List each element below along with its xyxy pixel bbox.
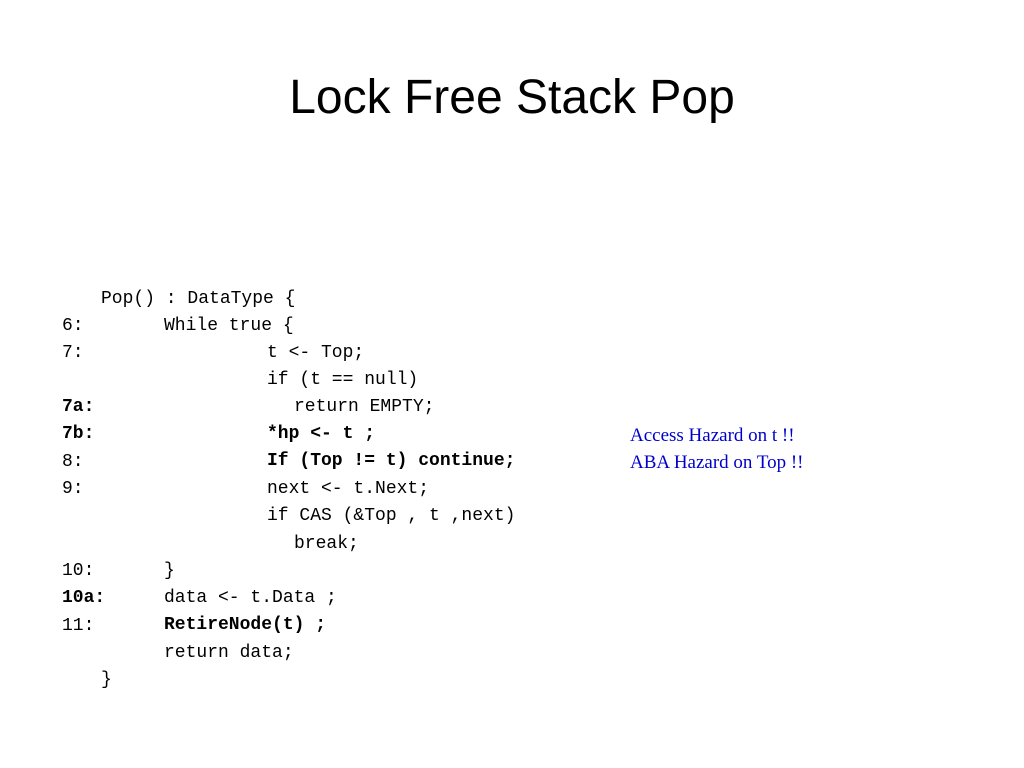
code-text: next <- t.Next; bbox=[267, 479, 430, 499]
line-number: 10: bbox=[62, 561, 95, 581]
line-number: 7a: bbox=[62, 397, 95, 417]
code-text: if (t == null) bbox=[267, 370, 419, 390]
code-line: 6: t <- Top; bbox=[0, 286, 364, 363]
code-text: *hp <- t ; bbox=[267, 424, 376, 444]
line-number: 6: bbox=[62, 316, 84, 336]
line-number: 9: bbox=[62, 479, 84, 499]
code-text: } bbox=[164, 561, 175, 581]
code-line: 9: if CAS (&Top , t ,next) bbox=[0, 449, 515, 526]
code-line: return EMPTY; bbox=[0, 340, 434, 417]
code-line: } bbox=[0, 504, 175, 581]
code-text: t <- Top; bbox=[267, 343, 365, 363]
line-number: 10a: bbox=[62, 588, 106, 608]
code-text: RetireNode(t) ; bbox=[164, 615, 327, 635]
code-line: 10: data <- t.Data ; bbox=[0, 531, 337, 608]
code-line-highlighted: 10a: RetireNode(t) ; bbox=[0, 558, 326, 635]
line-number: 11: bbox=[62, 616, 95, 636]
code-text: } bbox=[101, 670, 112, 690]
line-number: 7b: bbox=[62, 424, 95, 444]
code-line: While true { bbox=[0, 259, 294, 336]
access-hazard-annotation: Access Hazard on t !! bbox=[630, 425, 795, 446]
code-line: 11: return data; bbox=[0, 586, 294, 663]
code-text: Pop() : DataType { bbox=[101, 289, 296, 309]
code-line-highlighted: 7a: *hp <- t ; bbox=[0, 367, 375, 444]
code-line: break; bbox=[0, 477, 359, 554]
code-line: 7: if (t == null) bbox=[0, 313, 418, 390]
code-text: return data; bbox=[164, 643, 294, 663]
aba-hazard-annotation: ABA Hazard on Top !! bbox=[630, 452, 804, 473]
code-line: 8: next <- t.Next; bbox=[0, 422, 429, 499]
code-text: return EMPTY; bbox=[294, 397, 435, 417]
code-text: if CAS (&Top , t ,next) bbox=[267, 506, 516, 526]
line-number: 7: bbox=[62, 343, 84, 363]
code-text: data <- t.Data ; bbox=[164, 588, 337, 608]
code-text: If (Top != t) continue; bbox=[267, 451, 516, 471]
line-number: 8: bbox=[62, 452, 84, 472]
code-line: Pop() : DataType { bbox=[0, 232, 295, 309]
code-text: break; bbox=[294, 534, 359, 554]
code-line: } bbox=[0, 613, 112, 690]
slide-title: Lock Free Stack Pop bbox=[289, 71, 735, 124]
code-line-highlighted: 7b: If (Top != t) continue; bbox=[0, 394, 515, 471]
code-text: While true { bbox=[164, 316, 294, 336]
